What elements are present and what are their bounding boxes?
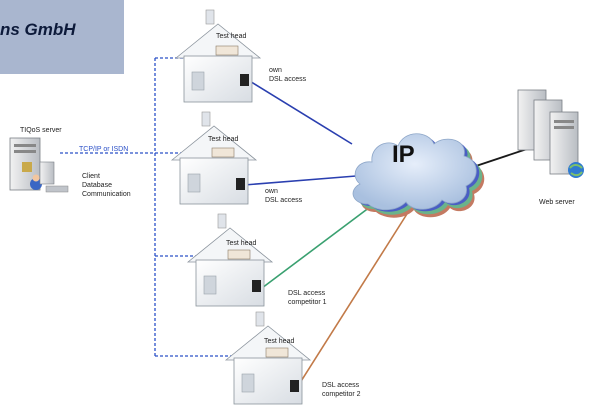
access-label-site-1-line1: own	[269, 67, 282, 74]
web-server-link	[469, 147, 531, 169]
tiqos-server-icon	[9, 137, 42, 191]
house-site-1	[174, 9, 262, 103]
access-label-site-3-line1: DSL access	[288, 290, 326, 297]
web-server-icon	[517, 89, 584, 178]
test-head-device	[211, 147, 235, 158]
access-label-site-2-line1: own	[265, 188, 278, 195]
access-label-site-4-line1: DSL access	[322, 382, 360, 389]
house-site-3	[186, 213, 274, 307]
ip-cloud	[352, 133, 485, 218]
access-line-site-1	[247, 79, 353, 145]
ip-network-label: IP	[392, 141, 415, 168]
test-head-device	[215, 45, 239, 56]
access-label-site-3-line2: competitor 1	[288, 299, 327, 306]
server-label: TIQoS server	[20, 127, 62, 134]
client-role-label: Client	[82, 173, 100, 180]
dsl-modem	[290, 380, 299, 392]
client-workstation-icon	[39, 161, 69, 193]
communication-role-label: Communication	[82, 191, 131, 198]
database-role-label: Database	[82, 182, 112, 189]
test-head-device	[265, 347, 289, 358]
house-site-4	[224, 311, 312, 405]
test-head-label-site-3: Test head	[226, 240, 257, 247]
web-server-label: Web server	[539, 199, 575, 206]
dsl-modem	[240, 74, 249, 86]
house-site-2	[170, 111, 258, 205]
dashed-link-group	[60, 57, 256, 357]
test-head-device	[227, 249, 251, 260]
dsl-modem	[252, 280, 261, 292]
access-line-site-2	[243, 175, 357, 186]
access-label-site-2-line2: DSL access	[265, 197, 303, 204]
link-label: TCP/IP or ISDN	[79, 146, 129, 153]
access-label-site-1-line2: DSL access	[269, 76, 307, 83]
company-banner-text: ns GmbH	[0, 20, 76, 39]
company-banner: ns GmbH	[0, 0, 124, 74]
access-label-site-4-line2: competitor 2	[322, 391, 361, 398]
dsl-modem	[236, 178, 245, 190]
access-line-site-4	[297, 205, 413, 387]
test-head-label-site-4: Test head	[264, 338, 295, 345]
test-head-label-site-2: Test head	[208, 136, 239, 143]
test-head-label-site-1: Test head	[216, 33, 247, 40]
